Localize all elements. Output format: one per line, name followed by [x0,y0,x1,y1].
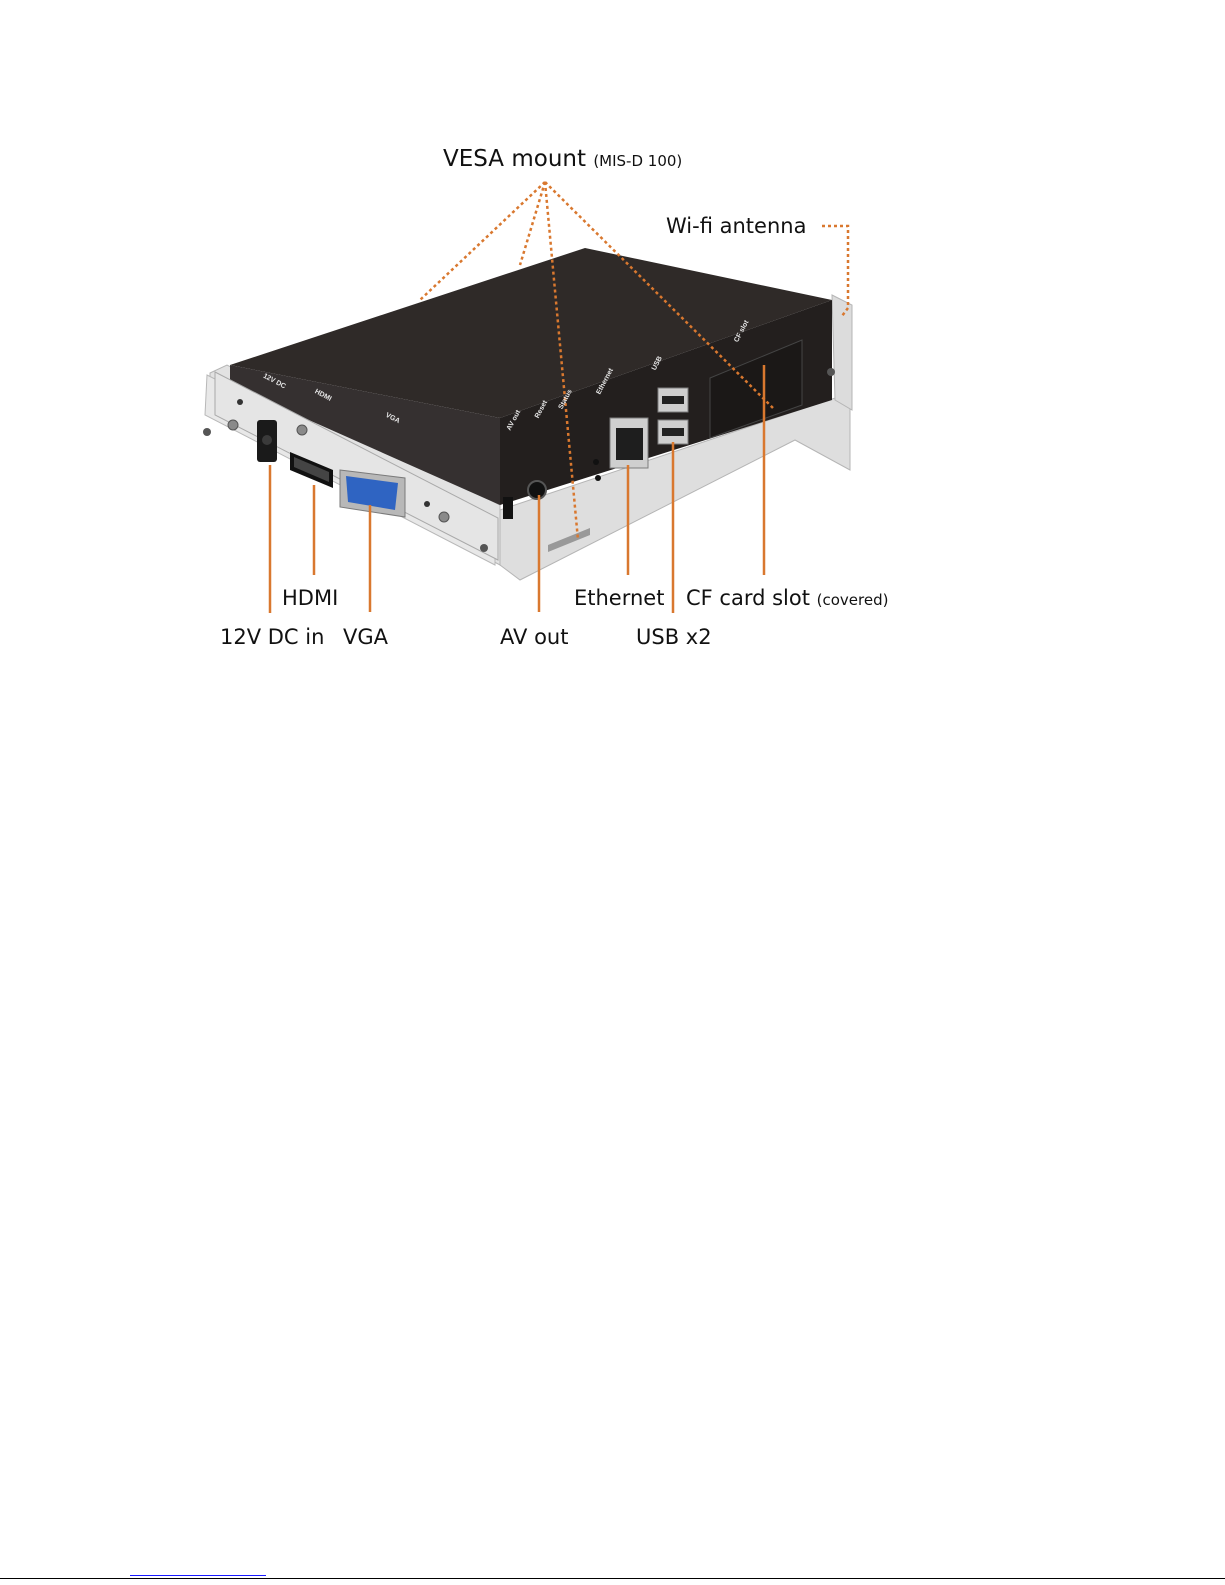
screw [237,399,243,405]
label-cf-card-slot: CF card slot (covered) [686,588,888,609]
reset-slot [503,497,513,519]
screw [203,428,211,436]
label-ethernet: Ethernet [574,588,664,609]
screw [480,544,488,552]
label-hdmi: HDMI [282,588,338,609]
screw [297,425,307,435]
footer-rule [0,1578,1225,1579]
status-led [593,459,599,465]
label-vesa-mount: VESA mount (MIS-D 100) [443,148,682,171]
vesa-model-text: (MIS-D 100) [593,152,682,170]
label-vga: VGA [343,627,388,648]
av-out-port [528,481,546,499]
screw [827,368,835,376]
cf-slot-note-text: (covered) [817,591,889,609]
label-av-out: AV out [500,627,568,648]
footer-link-underline [130,1575,266,1576]
label-wifi-antenna: Wi-fi antenna [666,216,806,237]
screw [424,501,430,507]
vesa-pointer [520,182,545,265]
label-12v-dc-in: 12V DC in [220,627,324,648]
vesa-mount-text: VESA mount [443,146,586,172]
cf-slot-text: CF card slot [686,586,810,610]
screw [439,512,449,522]
screw [228,420,238,430]
label-usb-x2: USB x2 [636,627,712,648]
right-bracket [832,295,852,410]
